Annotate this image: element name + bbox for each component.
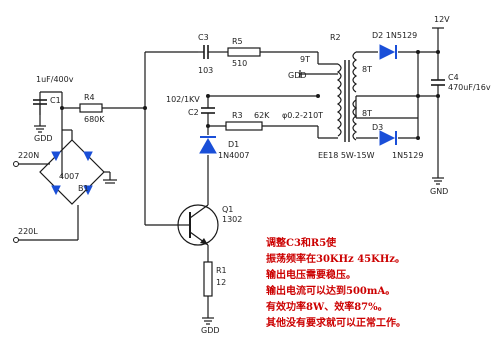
bridge-label: B1 — [78, 184, 89, 193]
resistor-r3: R3 62K — [225, 111, 270, 131]
output-12v-label: 12V — [434, 15, 450, 24]
note-line-4: 输出电流可以达到500mA。 — [266, 284, 395, 297]
note-line-1: 调整C3和R5使 — [266, 236, 337, 249]
gdd-c1: GDD — [34, 118, 53, 143]
resistor-r1: R1 12 — [203, 261, 227, 297]
c1-rating-label: 1uF/400v — [36, 75, 74, 84]
junctions — [60, 50, 440, 140]
capacitor-c2: 102/1KV C2 — [166, 95, 215, 118]
diode-d1: D1 1N4007 — [199, 136, 249, 160]
transformer-label: R2 — [330, 33, 341, 42]
turns-9t-label: 9T — [300, 55, 310, 64]
bridge-part-label: 4007 — [59, 172, 79, 181]
transformer-r2: R2 9T φ0.2-210T 8T 8T EE18 5W-15W — [282, 33, 375, 160]
transistor-label: Q1 — [222, 205, 233, 214]
c2-label: C2 — [188, 108, 199, 117]
note-line-2: 振荡频率在30KHz 45KHz。 — [266, 252, 405, 265]
r4-label: R4 — [84, 93, 95, 102]
turns-8t-bottom-label: 8T — [362, 109, 372, 118]
transistor-q1: Q1 1302 — [177, 204, 242, 246]
gdd-r1-label: GDD — [201, 326, 220, 335]
gdd-transformer: GDD — [288, 70, 307, 80]
note-line-3: 输出电压需要稳压。 — [266, 268, 356, 281]
capacitor-c1: 1uF/400v C1 — [33, 75, 74, 118]
r1-value: 12 — [216, 278, 226, 287]
ac-input-2-label: 220L — [18, 227, 38, 236]
c2-value: 102/1KV — [166, 95, 200, 104]
c3-label: C3 — [198, 33, 209, 42]
ac-input-1-label: 220N — [18, 151, 39, 160]
bridge-b1: 4007 B1 — [39, 139, 117, 205]
d1-part-label: 1N4007 — [218, 151, 249, 160]
r4-value: 680K — [84, 115, 105, 124]
ac-input: 220N 220L — [13, 151, 39, 243]
r5-value: 510 — [232, 59, 247, 68]
output-gnd: GND — [430, 177, 448, 196]
core-label: EE18 5W-15W — [318, 151, 375, 160]
resistor-r4: R4 680K — [79, 93, 105, 124]
d2-label: D2 1N5129 — [372, 31, 417, 40]
d3-part-label: 1N5129 — [392, 151, 423, 160]
turns-8t-top-label: 8T — [362, 65, 372, 74]
gdd-transformer-label: GDD — [288, 71, 307, 80]
diode-d2: D2 1N5129 — [372, 31, 417, 60]
diode-d3: D3 1N5129 — [372, 123, 423, 160]
c4-value: 470uF/16v — [448, 83, 491, 92]
transistor-part-label: 1302 — [222, 215, 242, 224]
design-notes: 调整C3和R5使 振荡频率在30KHz 45KHz。 输出电压需要稳压。 输出电… — [266, 236, 406, 329]
d3-label: D3 — [372, 123, 383, 132]
r3-label: R3 — [232, 111, 243, 120]
gdd-c1-label: GDD — [34, 134, 53, 143]
turns-210t-label: φ0.2-210T — [282, 111, 323, 120]
output-gnd-label: GND — [430, 187, 448, 196]
capacitor-c4: C4 470uF/16v — [431, 73, 491, 96]
note-line-5: 有效功率8W、效率87%。 — [266, 300, 388, 313]
c4-label: C4 — [448, 73, 459, 82]
gdd-r1: GDD — [201, 317, 220, 335]
c1-label: C1 — [50, 96, 61, 105]
r5-label: R5 — [232, 37, 243, 46]
d1-label: D1 — [228, 140, 239, 149]
c3-value: 103 — [198, 66, 213, 75]
resistor-r5: R5 510 — [227, 37, 261, 68]
r1-label: R1 — [216, 266, 227, 275]
r3-value: 62K — [254, 111, 270, 120]
wires — [16, 28, 439, 318]
output-12v: 12V — [432, 15, 450, 29]
note-line-6: 其他没有要求就可以正常工作。 — [266, 316, 406, 329]
capacitor-c3: C3 103 — [198, 33, 214, 75]
